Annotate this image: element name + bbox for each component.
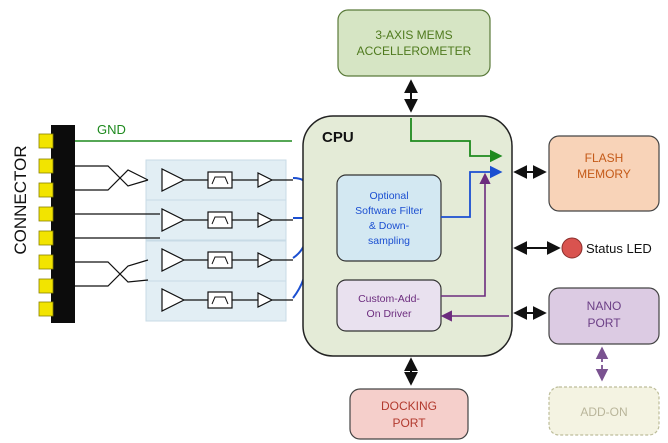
buffer-icon [257, 212, 274, 228]
connector-label: CONNECTOR [11, 145, 30, 254]
connector-pin [38, 230, 54, 246]
connector-pins [38, 133, 54, 317]
flash-line-1: FLASH [585, 151, 624, 165]
filter-line-2: Software Filter [355, 205, 423, 217]
amplifier-icon [161, 208, 186, 232]
amplifier-filter-chain [75, 165, 293, 312]
status-led-label: Status LED [586, 241, 652, 256]
nano-line-1: NANO [587, 299, 622, 313]
filter-line-4: sampling [368, 235, 410, 247]
amplifier-icon [161, 248, 186, 272]
filter-line-1: Optional [369, 190, 408, 202]
bandpass-curve [211, 296, 229, 305]
status-led-icon [561, 237, 583, 259]
buffer-icon [257, 292, 274, 308]
driver-output-line [441, 172, 491, 297]
filter-line-3: & Down- [369, 220, 410, 232]
accelerometer-line-2: ACCELLEROMETER [357, 44, 472, 58]
connector-pin [38, 254, 54, 270]
nano-line-2: PORT [587, 316, 621, 330]
docking-line-2: PORT [392, 416, 426, 430]
connector-pin [38, 133, 54, 149]
bandpass-filter-icon [207, 251, 233, 269]
connector-pin [38, 278, 54, 294]
input-wire [75, 261, 149, 283]
buffer-icon [257, 252, 274, 268]
flash-memory-box [548, 135, 660, 212]
accelerometer-box [337, 9, 491, 77]
gnd-label: GND [97, 122, 126, 137]
connector-pin [38, 301, 54, 317]
input-wire [75, 259, 149, 287]
status-led-group: Status LED [513, 237, 652, 259]
flash-line-2: MEMORY [577, 167, 631, 181]
cpu-title: CPU [322, 129, 354, 146]
bandpass-curve [211, 216, 229, 225]
driver-line-2: On Driver [367, 308, 412, 320]
cpu-block: CPU Optional Software Filter & Down- sam… [302, 115, 513, 357]
amplifier-icon [161, 288, 186, 312]
flash-memory-block: FLASH MEMORY [548, 135, 660, 212]
nano-port-block: NANO PORT [548, 287, 660, 345]
connector-pin [38, 182, 54, 198]
connector-pin [38, 158, 54, 174]
input-wire [75, 169, 149, 191]
amplifier-icon [161, 168, 186, 192]
accelerometer-line-1: 3-AXIS MEMS [375, 28, 452, 42]
filter-block [336, 174, 442, 262]
add-on-label: ADD-ON [580, 405, 627, 419]
connector: CONNECTOR [11, 125, 75, 323]
bandpass-curve [211, 176, 229, 185]
input-wire [75, 165, 149, 187]
docking-port-block: DOCKING PORT [349, 388, 469, 440]
accel-data-arrow [410, 118, 503, 163]
accelerometer-block: 3-AXIS MEMS ACCELLEROMETER [337, 9, 491, 77]
docking-line-1: DOCKING [381, 399, 437, 413]
bandpass-curve [211, 256, 229, 265]
add-on-box [548, 386, 660, 436]
bandpass-filter-icon [207, 211, 233, 229]
bandpass-filter-icon [207, 171, 233, 189]
add-on-block: ADD-ON [548, 386, 660, 436]
filter-output-arrow [441, 165, 503, 218]
buffer-icon [257, 172, 274, 188]
docking-port-box [349, 388, 469, 440]
nano-port-box [548, 287, 660, 345]
connector-body [51, 125, 75, 323]
connector-pin [38, 206, 54, 222]
driver-block [336, 279, 442, 332]
bandpass-filter-icon [207, 291, 233, 309]
driver-line-1: Custom-Add- [358, 293, 420, 305]
